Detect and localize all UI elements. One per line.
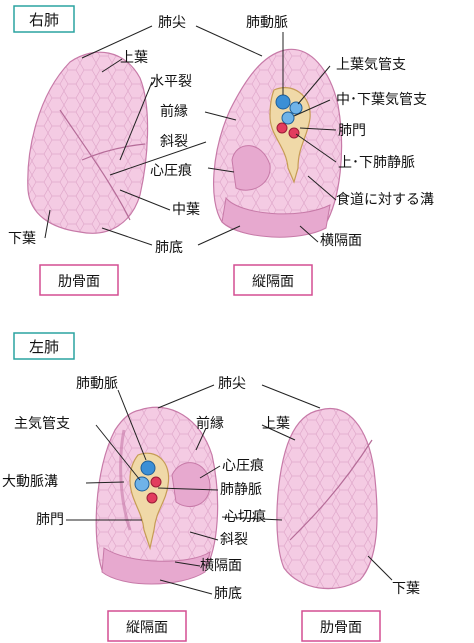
left-lower-lobe-label: 下葉	[392, 581, 420, 597]
left-lung-title: 左肺	[29, 338, 59, 356]
right-lung-section: 右肺	[8, 5, 434, 296]
left-oblique-fissure-line	[289, 439, 373, 541]
right-costal-view-box	[39, 264, 119, 296]
left-lung-mediastinal-surface	[95, 406, 219, 585]
left-anterior-border-label: 前縁	[196, 415, 224, 432]
left-apex-label: 肺尖	[218, 376, 246, 392]
right-middle-lower-bronchus-label: 中･下葉気管支	[336, 92, 427, 108]
left-pulmonary-artery-vessel	[140, 460, 156, 476]
right-costal-view-label: 肋骨面	[58, 274, 100, 290]
right-apex-label: 肺尖	[158, 15, 186, 31]
right-cardiac-impression-shape	[231, 145, 271, 191]
left-pulmonary-artery-label: 肺動脈	[76, 376, 118, 392]
right-middle-lobe-label: 中葉	[172, 202, 200, 218]
right-lung-costal-surface	[27, 51, 149, 234]
left-lung-section: 左肺	[2, 332, 420, 642]
left-oblique-fissure-label: 斜裂	[220, 532, 248, 548]
left-aortic-groove-label: 大動脈溝	[2, 474, 58, 490]
right-pulmonary-artery-vessel	[275, 94, 291, 110]
right-upper-lobe-bronchus-label: 上葉気管支	[336, 57, 406, 73]
right-pulmonary-vein-vessel-upper	[276, 122, 288, 134]
left-pulmonary-vein-vessel-upper	[150, 476, 162, 488]
right-horizontal-fissure-line	[81, 143, 146, 161]
right-lung-title: 右肺	[29, 11, 59, 29]
right-upper-lobe-label: 上葉	[120, 50, 148, 66]
right-lung-title-box	[13, 5, 75, 33]
left-upper-lobe-label: 上葉	[262, 416, 290, 432]
left-lung-costal-surface	[276, 408, 378, 590]
left-cardiac-impression-shape	[171, 462, 211, 507]
left-hilum-label: 肺門	[36, 512, 64, 528]
right-anterior-border-label: 前縁	[160, 103, 188, 120]
left-base-label: 肺底	[214, 586, 242, 602]
right-hilum-label: 肺門	[338, 123, 366, 139]
right-lung-mediastinal-surface	[213, 48, 343, 238]
left-pulmonary-vein-vessel-lower	[146, 492, 158, 504]
left-main-bronchus-vessel	[134, 476, 150, 492]
left-costal-view-label: 肋骨面	[320, 620, 362, 636]
right-cardiac-impression-label: 心圧痕	[150, 163, 192, 179]
right-pulmonary-artery-label: 肺動脈	[246, 15, 288, 31]
left-cardiac-impression-label: 心圧痕	[222, 458, 264, 474]
left-cardiac-notch-label: 心切痕	[224, 509, 266, 525]
right-lung-leader-lines	[44, 25, 337, 246]
left-main-bronchus-label: 主気管支	[14, 416, 70, 432]
right-oblique-fissure-line	[59, 109, 131, 221]
left-costal-view-box	[301, 610, 381, 642]
right-esophageal-groove-label: 食道に対する溝	[336, 191, 434, 208]
right-oblique-fissure-label: 斜裂	[160, 134, 188, 150]
right-pulmonary-veins-label: 上･下肺静脈	[338, 155, 415, 171]
right-bronchus-upper	[289, 101, 303, 115]
right-horizontal-fissure-label: 水平裂	[150, 74, 192, 90]
right-bronchus-middle-lower	[281, 111, 295, 125]
right-pulmonary-vein-vessel-lower	[288, 127, 300, 139]
right-mediastinal-view-label: 縦隔面	[252, 274, 294, 290]
left-lung-title-box	[13, 332, 75, 360]
left-diaphragmatic-surface-label: 横隔面	[200, 558, 242, 574]
left-pulmonary-veins-label: 肺静脈	[220, 482, 262, 498]
left-mediastinal-view-box	[107, 610, 187, 642]
left-mediastinal-view-label: 縦隔面	[126, 620, 168, 636]
left-lung-leader-lines	[66, 384, 393, 595]
right-base-label: 肺底	[155, 240, 183, 256]
right-mediastinal-view-box	[233, 264, 313, 296]
right-lower-lobe-label: 下葉	[8, 231, 36, 247]
right-diaphragmatic-surface-label: 横隔面	[320, 233, 362, 249]
